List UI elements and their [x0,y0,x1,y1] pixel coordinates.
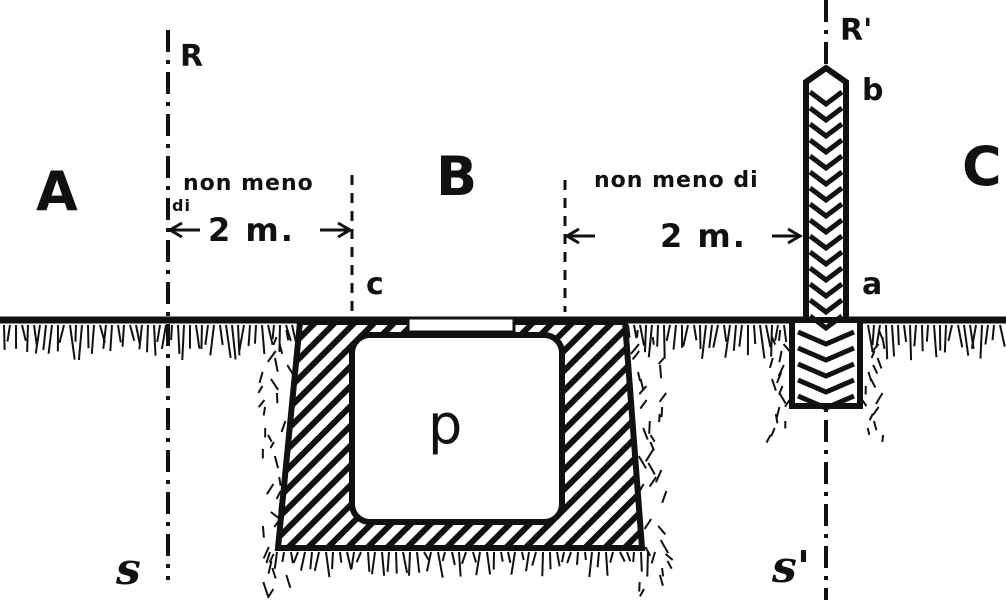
line-r-prime-label: R' [840,13,873,48]
line-s-label: s [116,544,141,595]
right-dimension-arrows [564,227,803,245]
zone-c-label: C [962,135,1002,198]
line-r-label: R [180,39,204,74]
boundary-wall [789,64,863,411]
left-distance-suffix: di [172,196,191,215]
left-distance-text: non meno [183,171,314,196]
line-s-prime-label: s' [772,542,811,593]
left-distance-value: 2 m. [208,211,295,249]
pit-label: p [428,393,463,456]
left-dimension-arrows [167,221,353,239]
soil-texture [3,324,1006,599]
right-distance-value: 2 m. [660,217,747,255]
point-c-label: c [366,267,384,302]
point-b-label: b [862,73,884,108]
right-distance-text: non meno di [594,168,759,193]
zone-b-label: B [436,145,478,208]
pit-structure [274,316,646,551]
zone-a-label: A [36,160,78,223]
point-a-label: a [862,267,883,302]
